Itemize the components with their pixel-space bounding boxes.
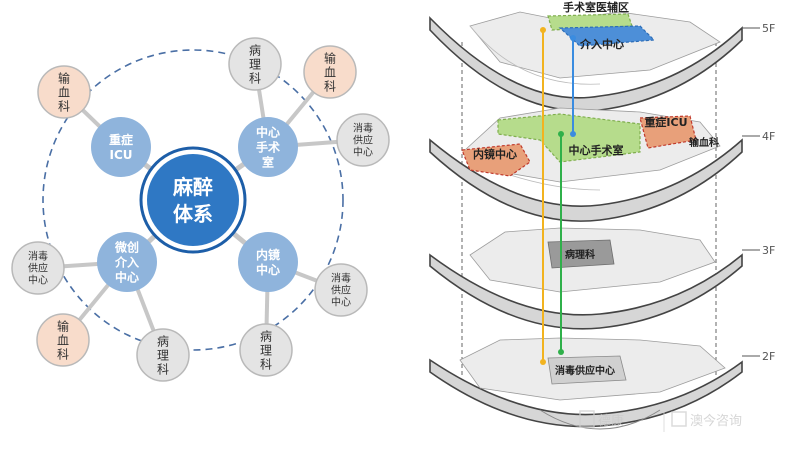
zone-sterile: [547, 355, 627, 385]
label-intervention: 介入中心: [579, 37, 624, 51]
leaf-label: 中心: [331, 296, 351, 309]
svg-text:3F: 3F: [762, 244, 775, 257]
hub-label: 内镜: [256, 247, 280, 262]
zone-icu: [639, 115, 697, 149]
leaf-label: 理: [157, 348, 169, 362]
link-node: [540, 27, 546, 33]
leaf-node-endo-steril: 消毒供应中心: [314, 263, 368, 317]
leaf-label: 理: [249, 57, 261, 71]
leaf-label: 科: [249, 71, 261, 85]
leaf-label: 病: [249, 42, 261, 57]
leaf-label: 理: [260, 343, 272, 357]
hub-label: 室: [262, 154, 274, 169]
leaf-label: 消毒: [28, 250, 48, 263]
leaf-node-icu-blood: 输血科: [37, 65, 91, 119]
hub-label: 微创: [114, 239, 139, 254]
hub-label: 重症: [109, 132, 133, 147]
leaf-label: 供应: [28, 262, 48, 275]
watermark-company-text: 澳今咨询: [690, 413, 742, 429]
leaf-label: 病: [260, 328, 272, 343]
label-endoscopy: 内镜中心: [473, 147, 517, 161]
label-or-aux: 手术室医辅区: [563, 0, 629, 14]
link-node: [570, 131, 576, 137]
leaf-label: 科: [324, 79, 336, 93]
link-node: [558, 131, 564, 137]
leaf-label: 消毒: [353, 122, 373, 135]
leaf-label: 中心: [353, 146, 373, 159]
svg-text:4F: 4F: [762, 130, 775, 143]
leaf-label: 消毒: [331, 272, 351, 285]
zone-intervention-5f: [558, 25, 656, 47]
watermark-logo-text: 德康: [598, 413, 624, 429]
link-node: [570, 35, 576, 41]
leaf-label: 输: [58, 70, 70, 85]
hub-label: 中心: [256, 262, 280, 277]
leaf-label: 科: [260, 357, 272, 371]
hub-label: 介入: [114, 254, 139, 269]
leaf-node-or-path: 病理科: [228, 37, 282, 91]
leaf-label: 血: [58, 85, 70, 99]
leaf-label: 输: [57, 318, 69, 333]
floor-label-3f: 3F: [742, 244, 775, 257]
leaf-label: 科: [58, 99, 70, 113]
hub-node-endo: 内镜中心: [238, 232, 298, 292]
watermark-company-icon: [671, 411, 687, 427]
leaf-label: 输: [324, 50, 336, 65]
watermark-logo-icon: [579, 410, 595, 428]
floor-label-5f: 5F: [742, 22, 775, 35]
leaf-label: 血: [324, 65, 336, 79]
floor-label-2f: 2F: [742, 350, 775, 363]
leaf-node-mis-path: 病理科: [136, 328, 190, 382]
svg-text:2F: 2F: [762, 350, 775, 363]
leaf-node-endo-path: 病理科: [239, 323, 293, 377]
leaf-node-or-blood: 输血科: [303, 45, 357, 99]
link-node: [558, 349, 564, 355]
hub-label: 中心: [256, 124, 280, 139]
link-node: [540, 359, 546, 365]
leaf-label: 供应: [353, 134, 373, 147]
leaf-node-mis-steril: 消毒供应中心: [11, 241, 65, 295]
label-central-or: 中心手术室: [569, 143, 624, 157]
leaf-label: 血: [57, 333, 69, 347]
label-blood: 输血科: [689, 136, 719, 149]
leaf-label: 供应: [331, 284, 351, 297]
leaf-node-mis-blood: 输血科: [36, 313, 90, 367]
center-label-line1: 麻醉: [172, 175, 213, 199]
label-icu: 重症ICU: [644, 115, 687, 129]
label-pathology: 病理科: [565, 248, 595, 261]
leaf-label: 科: [157, 362, 169, 376]
label-sterile: 消毒供应中心: [555, 364, 615, 377]
zone-pathology: [547, 239, 615, 269]
hub-label: 中心: [115, 269, 139, 284]
floor-label-4f: 4F: [742, 130, 775, 143]
leaf-label: 中心: [28, 274, 48, 287]
hub-label: 手术: [256, 139, 280, 154]
center-label-line2: 体系: [173, 202, 213, 226]
hub-node-icu: 重症ICU: [91, 117, 151, 177]
center-node: 麻醉 体系: [139, 146, 247, 254]
watermark: 德康 澳今咨询: [579, 406, 742, 432]
hub-label: ICU: [109, 148, 132, 162]
svg-text:5F: 5F: [762, 22, 775, 35]
dashed-boundary-circle: [42, 49, 344, 351]
floor-5f: [429, 11, 743, 112]
leaf-node-or-steril: 消毒供应中心: [336, 113, 390, 167]
hub-node-or: 中心手术室: [238, 117, 298, 177]
leaf-label: 病: [157, 333, 169, 348]
leaf-label: 科: [57, 347, 69, 361]
zone-endoscopy: [461, 143, 531, 177]
